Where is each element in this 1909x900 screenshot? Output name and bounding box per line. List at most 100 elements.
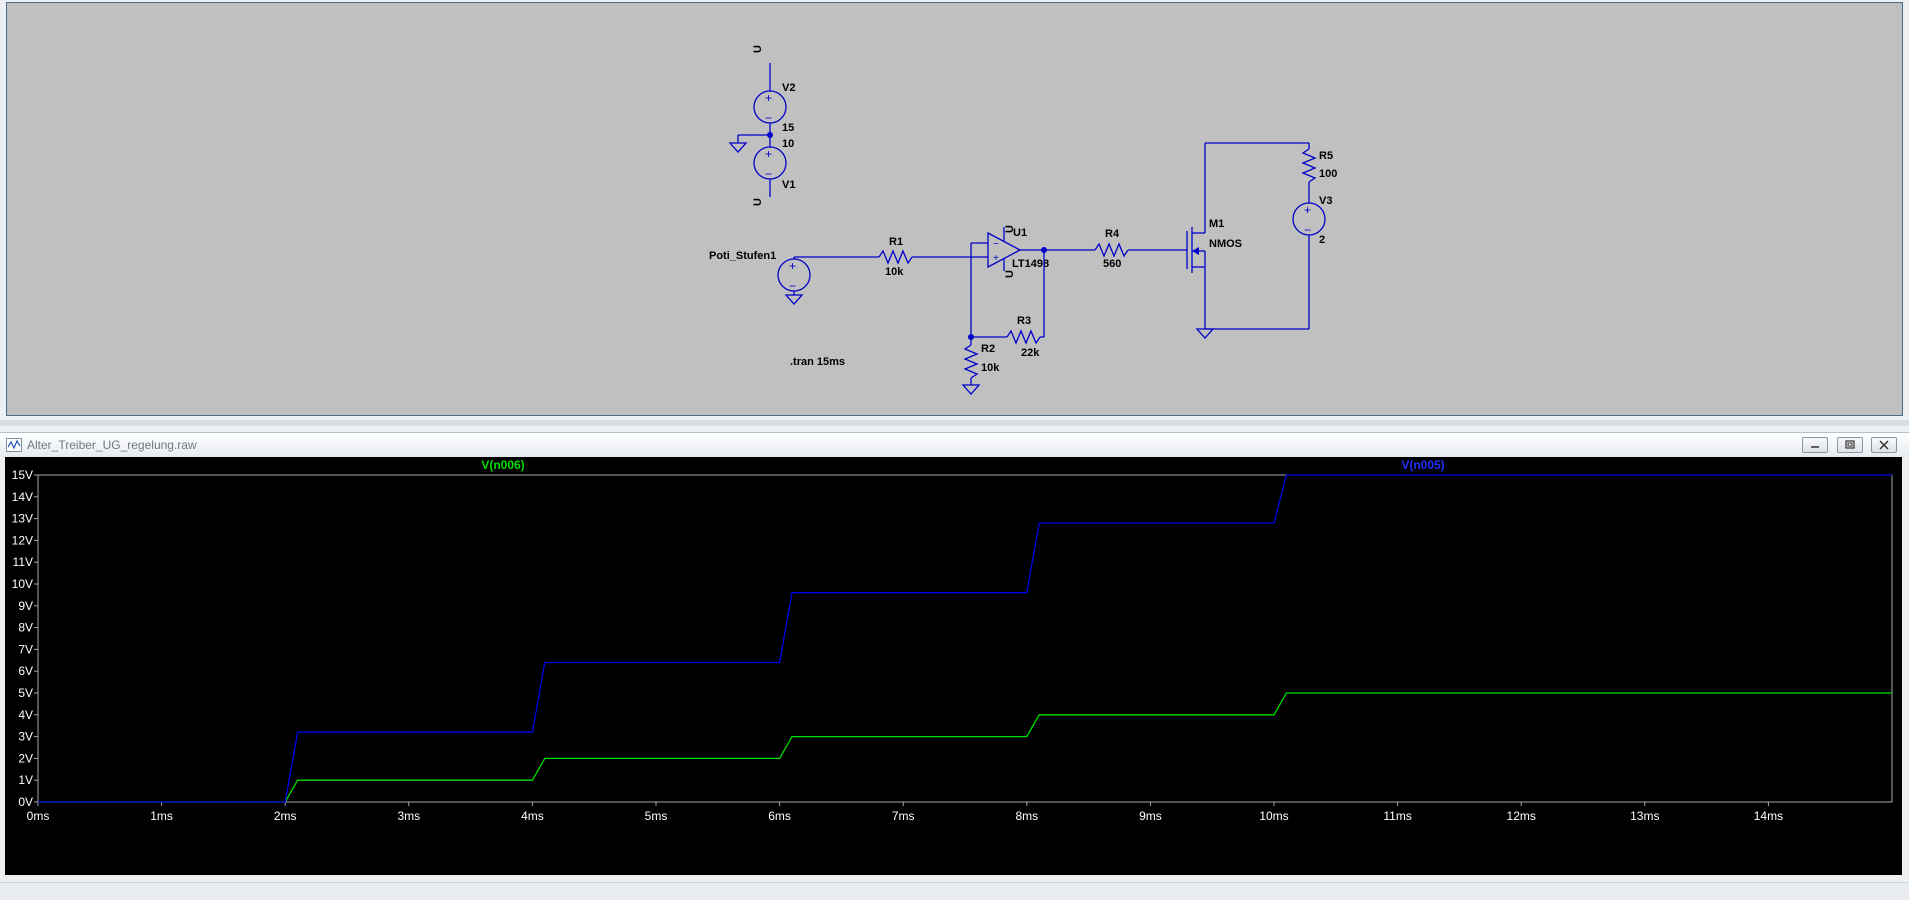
x-tick-label: 4ms — [521, 809, 544, 823]
y-tick-label: 2V — [18, 751, 33, 765]
plot-area-frame — [37, 474, 1893, 803]
v1-label: V1 — [782, 179, 795, 191]
svg-text:−: − — [765, 111, 772, 125]
resistor-r4[interactable]: R4 560 — [1044, 228, 1187, 270]
y-tick-label: 11V — [13, 555, 33, 569]
pane-splitter[interactable] — [0, 420, 1909, 426]
r3-label: R3 — [1017, 315, 1031, 327]
restore-icon — [1845, 440, 1855, 449]
r1-value: 10k — [885, 266, 904, 278]
u1-model: LT1498 — [1012, 258, 1049, 270]
y-tick-label: 10V — [12, 577, 33, 591]
source-name: Poti_Stufen1 — [709, 250, 776, 262]
x-tick-label: 12ms — [1507, 809, 1536, 823]
m1-label: M1 — [1209, 218, 1224, 230]
y-tick-label: 12V — [12, 533, 33, 547]
v1-u-label: U — [752, 198, 764, 206]
plot-background — [5, 457, 1902, 875]
svg-text:−: − — [789, 279, 796, 293]
x-tick-label: 10ms — [1259, 809, 1288, 823]
opamp-u1[interactable]: − + U U U1 LT1498 — [970, 225, 1049, 337]
svg-text:−: − — [1304, 223, 1311, 237]
u1-label: U1 — [1013, 227, 1027, 239]
r2-label: R2 — [981, 343, 995, 355]
y-tick-label: 8V — [18, 621, 33, 635]
v3-value: 2 — [1319, 234, 1325, 246]
svg-text:+: + — [789, 259, 796, 273]
resistor-r5[interactable]: R5 100 — [1205, 142, 1337, 203]
v3-label: V3 — [1319, 195, 1332, 207]
x-tick-label: 0ms — [27, 809, 50, 823]
trace-lines[interactable] — [38, 474, 1892, 803]
waveform-plot[interactable]: 0V 1V 2V 3V 4V 5V 6V 7V 8V 9V 10V 11V 12V 13V 14V 15V 0… — [5, 457, 1902, 875]
waveform-window-icon — [6, 438, 22, 452]
trace-v-n006[interactable] — [38, 692, 1892, 803]
x-tick-label: 3ms — [397, 809, 420, 823]
resistor-r2[interactable]: R2 10k — [961, 337, 1000, 395]
x-tick-label: 5ms — [645, 809, 668, 823]
trace-label-v-n006[interactable]: V(n006) — [481, 458, 524, 472]
waveform-title-bar[interactable]: Alter_Treiber_UG_regelung.raw — [0, 433, 1909, 457]
y-tick-label: 13V — [12, 512, 33, 526]
r3-value: 22k — [1021, 347, 1040, 359]
y-tick-label: 9V — [18, 599, 33, 613]
svg-text:−: − — [993, 239, 999, 250]
y-tick-label: 3V — [18, 730, 33, 744]
schematic-canvas[interactable]: U + − + − U V2 15 10 V1 Poti_Stufen1 + − — [7, 3, 1902, 415]
r5-value: 100 — [1319, 168, 1337, 180]
v2-value: 15 — [782, 122, 794, 134]
x-tick-label: 8ms — [1015, 809, 1038, 823]
svg-text:+: + — [1304, 203, 1311, 217]
svg-text:+: + — [765, 91, 772, 105]
restore-button[interactable] — [1837, 437, 1863, 453]
trace-v-n005[interactable] — [38, 474, 1892, 803]
minimize-button[interactable] — [1802, 437, 1828, 453]
x-tick-label: 11ms — [1383, 809, 1411, 823]
resistor-r1[interactable]: R1 10k — [878, 236, 986, 278]
r4-value: 560 — [1103, 258, 1121, 270]
mosfet-m1[interactable]: M1 NMOS — [1186, 143, 1242, 339]
svg-text:−: − — [765, 167, 772, 181]
waveform-window-title: Alter_Treiber_UG_regelung.raw — [27, 438, 197, 452]
x-tick-label: 7ms — [892, 809, 915, 823]
r5-label: R5 — [1319, 150, 1333, 162]
svg-text:+: + — [765, 147, 772, 161]
r1-label: R1 — [889, 236, 903, 248]
y-axis: 0V 1V 2V 3V 4V 5V 6V 7V 8V 9V 10V 11V 12V 13V 14V 15V — [12, 468, 38, 809]
schematic-editor[interactable]: U + − + − U V2 15 10 V1 Poti_Stufen1 + − — [6, 2, 1903, 416]
r4-label: R4 — [1105, 228, 1120, 240]
u1-u-top: U — [1004, 225, 1016, 233]
resistor-r3[interactable]: R3 22k — [968, 315, 1044, 359]
v2-u-label: U — [752, 45, 764, 53]
y-tick-label: 7V — [18, 642, 33, 656]
y-tick-label: 15V — [12, 468, 33, 482]
status-bar — [0, 882, 1909, 900]
v1-value: 10 — [782, 138, 794, 150]
y-tick-label: 4V — [18, 708, 33, 722]
v2-label: V2 — [782, 82, 795, 94]
y-tick-label: 6V — [18, 664, 33, 678]
y-tick-label: 14V — [12, 490, 33, 504]
source-poti-stufen1[interactable]: Poti_Stufen1 + − — [709, 250, 879, 305]
source-v3[interactable]: + − V3 2 — [1205, 195, 1332, 330]
x-tick-label: 6ms — [768, 809, 791, 823]
x-tick-label: 14ms — [1754, 809, 1783, 823]
x-tick-label: 13ms — [1630, 809, 1659, 823]
u1-u-bottom: U — [1004, 270, 1016, 278]
y-tick-label: 5V — [18, 686, 33, 700]
tran-directive[interactable]: .tran 15ms — [790, 356, 845, 368]
supply-v2-v1[interactable]: U + − + − U V2 15 10 V1 — [728, 45, 795, 206]
y-tick-label: 1V — [18, 773, 33, 787]
y-tick-label: 0V — [18, 795, 33, 809]
x-tick-label: 1ms — [150, 809, 173, 823]
r2-value: 10k — [981, 362, 1000, 374]
waveform-viewer-window[interactable]: Alter_Treiber_UG_regelung.raw 0V 1V 2V 3V 4V… — [0, 432, 1909, 877]
m1-model: NMOS — [1209, 238, 1242, 250]
x-tick-label: 2ms — [274, 809, 297, 823]
x-tick-label: 9ms — [1139, 809, 1162, 823]
svg-text:+: + — [993, 253, 999, 264]
close-button[interactable] — [1871, 437, 1897, 453]
trace-label-v-n005[interactable]: V(n005) — [1401, 458, 1444, 472]
x-axis: 0ms 1ms 2ms 3ms 4ms 5ms 6ms 7ms 8ms 9ms 10ms 11ms 12… — [27, 802, 1783, 823]
close-icon — [1879, 440, 1889, 450]
